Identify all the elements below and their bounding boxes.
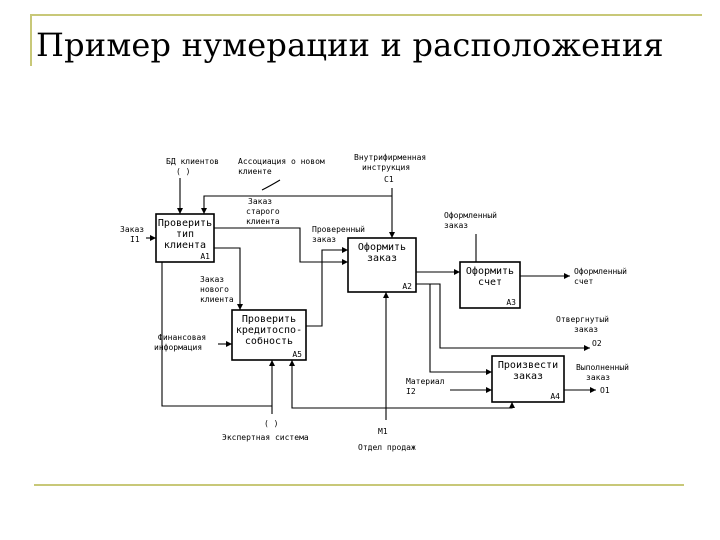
box-a2: Оформить заказ А2 [347,237,417,293]
label-rejected-code: O2 [592,339,602,348]
label-old-client-line2: старого [246,207,280,216]
label-old-client-line1: Заказ [248,197,272,206]
label-rejected-line2: заказ [574,325,598,334]
arrow-staff-to-a4 [386,402,513,409]
arrow-labels: БД клиентов ( ) Ассоциация о новом клиен… [120,153,629,452]
box-a5-line1: Проверить [242,314,296,325]
box-a1: Проверить тип клиента А1 [155,213,215,263]
box-a3: Оформить счет А3 [459,261,521,309]
label-rejected-line1: Отвергнутый [556,315,609,324]
label-finance-line2: информация [154,343,202,352]
box-a1-line3: клиента [164,240,206,251]
label-finance-line1: Финансовая [158,333,206,342]
label-db-clients: БД клиентов [166,157,219,166]
arrow-a1-to-a2 [214,227,348,263]
label-formed-invoice-line2: счет [574,277,593,286]
box-a2-number: А2 [402,282,412,291]
slide-title: Пример нумерации и расположения [36,26,664,64]
label-expert: Экспертная система [222,433,309,442]
box-a2-line2: заказ [367,253,397,264]
arrow-loop-to-a1 [161,262,272,407]
label-checked-line2: заказ [312,235,336,244]
box-a5-number: А5 [292,350,302,359]
arrow-a2-to-a4 [429,284,492,373]
frame-bottom-accent [34,484,684,486]
label-instr-line2: инструкция [362,163,410,172]
label-instr-code: C1 [384,175,394,184]
label-staff: Отдел продаж [358,443,416,452]
box-a5-line2: кредитоспо- [236,325,302,336]
arrow-a2-to-rejected [416,283,590,349]
box-a1-number: А1 [200,252,210,261]
arrow-assoc-feedback [261,179,281,191]
arrowheads [150,208,596,408]
arrow-staff-to-a5 [291,360,386,409]
label-materials-code: I2 [406,387,416,396]
label-formed-order-line2: заказ [444,221,468,230]
box-a1-line1: Проверить [158,218,212,229]
box-a1-line2: тип [176,229,194,240]
label-assoc-line2: клиенте [238,167,272,176]
arrow-a5-to-a2 [306,249,348,327]
arrow-instr-to-a1 [203,195,392,214]
label-done-line1: Выполненный [576,363,629,372]
box-a5-line3: собность [245,335,293,347]
connector-lines [146,178,596,420]
label-expert-code: ( ) [264,419,278,428]
label-new-client-line2: нового [200,285,229,294]
box-a4-number: А4 [550,392,560,401]
label-assoc-line1: Ассоциация о новом [238,157,325,166]
label-new-client-line1: Заказ [200,275,224,284]
box-a4-line1: Произвести [498,360,558,371]
label-order-code: I1 [130,235,140,244]
label-formed-invoice-line1: Оформленный [574,267,627,276]
box-a3-line2: счет [478,277,502,288]
label-done-code: O1 [600,386,610,395]
box-a5: Проверить кредитоспо- собность А5 [231,309,307,361]
label-new-client-line3: клиента [200,295,234,304]
label-done-line2: заказ [586,373,610,382]
box-a3-line1: Оформить [466,265,514,277]
box-a4: Произвести заказ А4 [491,355,565,403]
box-a4-line2: заказ [513,371,543,382]
box-a2-line1: Оформить [358,241,406,253]
label-materials: Материал [406,377,445,386]
label-old-client-line3: клиента [246,217,280,226]
frame-left-accent [30,14,32,66]
label-staff-code: M1 [378,427,388,436]
arrow-a1-to-a5 [214,247,241,310]
frame-top-accent [30,14,702,16]
label-db-clients-code: ( ) [176,167,190,176]
label-instr-line1: Внутрифирменная [354,153,426,162]
label-checked-line1: Проверенный [312,225,365,234]
label-order: Заказ [120,225,144,234]
box-a3-number: А3 [506,298,516,307]
label-formed-order-line1: Оформленный [444,211,497,220]
